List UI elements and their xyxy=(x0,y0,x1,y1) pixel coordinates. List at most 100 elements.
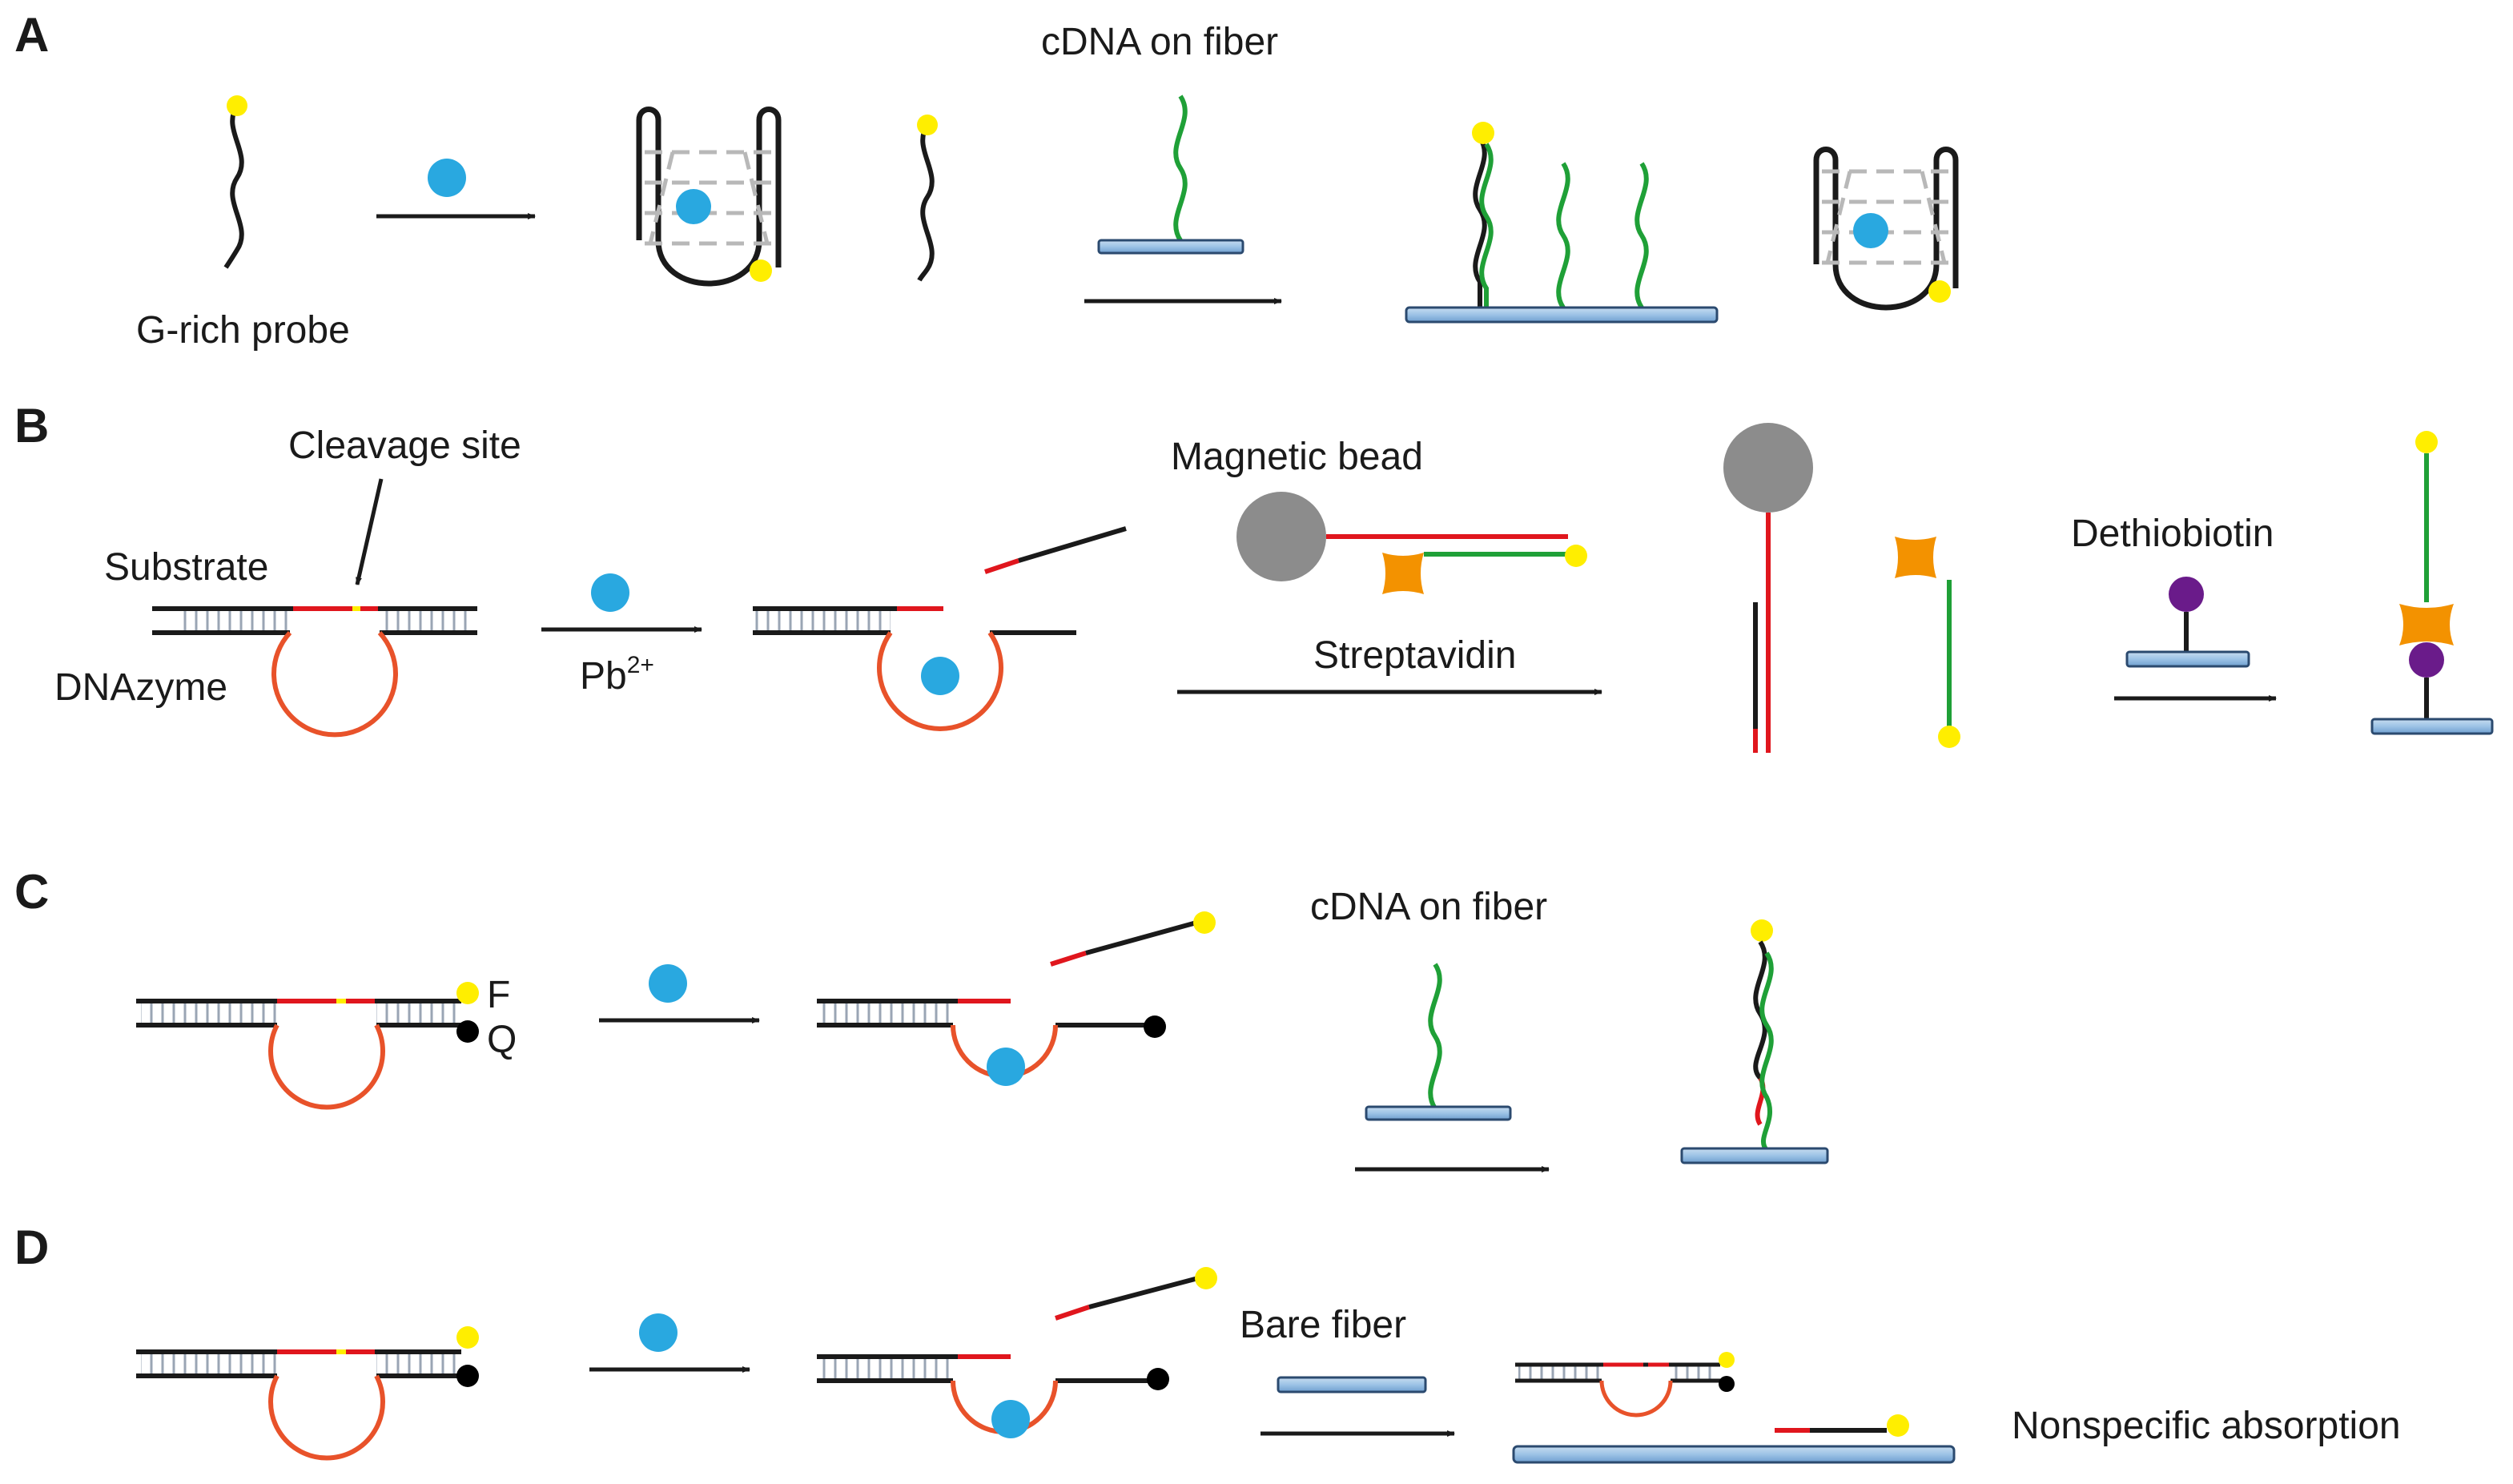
fluorophore-icon xyxy=(1195,1267,1217,1289)
panel-c: C F Q xyxy=(14,865,1829,1172)
quencher-icon xyxy=(456,1365,479,1387)
dethiobiotin-fiber xyxy=(2125,577,2250,668)
label-bare-fiber: Bare fiber xyxy=(1240,1304,1406,1346)
dnazyme-fq-complex xyxy=(136,982,479,1110)
panel-label-b: B xyxy=(14,399,49,452)
pb-ion-icon xyxy=(1853,213,1888,248)
g-rich-probe-strand xyxy=(223,95,247,269)
magnetic-bead-icon xyxy=(1236,492,1326,581)
quencher-icon xyxy=(1147,1368,1169,1390)
dethiobiotin-icon xyxy=(2409,642,2444,678)
cleavage-site-pointer xyxy=(355,478,384,585)
label-f: F xyxy=(487,974,510,1016)
cdna-strand xyxy=(1428,963,1442,1110)
fluorophore-icon xyxy=(1193,911,1216,934)
pb-ion-icon xyxy=(428,159,466,197)
dnazyme-loop xyxy=(271,630,398,738)
quencher-icon xyxy=(1144,1015,1166,1038)
cdna-strand xyxy=(1173,95,1188,242)
fluorophore-icon xyxy=(917,115,938,135)
dnazyme-loop xyxy=(877,631,1003,731)
fluorophore-icon xyxy=(1928,280,1951,303)
fluorophore-icon xyxy=(456,982,479,1004)
hybridized-fiber-c xyxy=(1680,919,1829,1164)
label-g-rich-probe: G-rich probe xyxy=(136,309,350,352)
fluorophore-icon xyxy=(1887,1414,1909,1437)
label-cdna-on-fiber-a: cDNA on fiber xyxy=(1041,21,1278,63)
fluorophore-icon xyxy=(750,259,772,282)
label-pb-symbol: Pb xyxy=(580,655,627,698)
fluorophore-icon xyxy=(1565,545,1587,567)
fluorophore-icon xyxy=(1719,1352,1735,1368)
fluorophore-icon xyxy=(1938,726,1960,748)
fluorophore-icon xyxy=(1751,919,1773,942)
cleaved-fragment xyxy=(1088,1276,1199,1309)
bare-fiber xyxy=(1277,1376,1427,1394)
panel-label-c: C xyxy=(14,865,49,919)
label-cdna-on-fiber-c: cDNA on fiber xyxy=(1310,886,1547,928)
label-q: Q xyxy=(487,1019,517,1061)
dnazyme-substrate-complex xyxy=(152,606,477,738)
panel-label-a: A xyxy=(14,8,49,62)
cleaved-fragment xyxy=(1085,920,1197,955)
label-substrate: Substrate xyxy=(104,546,268,589)
cleaved-complex-c xyxy=(817,911,1216,1086)
quencher-icon xyxy=(456,1020,479,1043)
captured-on-fiber xyxy=(2370,431,2494,735)
dethiobiotin-icon xyxy=(2169,577,2204,612)
fluorophore-icon xyxy=(227,95,247,116)
cleaved-complex-b xyxy=(753,526,1127,731)
dnazyme-fq-complex-d xyxy=(136,1326,479,1461)
pb-ion-icon xyxy=(921,657,959,695)
g-quadruplex xyxy=(1813,147,1959,311)
g-quadruplex xyxy=(636,107,782,287)
label-streptavidin: Streptavidin xyxy=(1313,634,1516,677)
optical-fiber xyxy=(2125,650,2250,668)
streptavidin-icon xyxy=(1895,537,1936,578)
magnetic-bead-icon xyxy=(1723,423,1813,513)
pb-ion-icon xyxy=(649,964,687,1003)
label-dnazyme: DNAzyme xyxy=(54,666,227,709)
hybridized-fiber-a xyxy=(1405,122,1719,324)
panel-b: B Cleavage site Substrate DNAzyme Pb2+ xyxy=(14,399,2494,753)
label-pb: Pb2+ xyxy=(580,652,654,698)
fluorophore-icon xyxy=(456,1326,479,1349)
fluorophore-icon xyxy=(2415,431,2438,453)
cleaved-fragment xyxy=(1018,526,1127,563)
pb-ion-icon xyxy=(987,1048,1025,1086)
label-pb-charge: 2+ xyxy=(627,652,654,678)
optical-fiber xyxy=(1365,1105,1512,1121)
cdna-on-fiber-a xyxy=(1097,95,1244,255)
pb-ion-icon xyxy=(991,1400,1030,1438)
optical-fiber xyxy=(1405,306,1719,324)
pb-ion-icon xyxy=(639,1313,678,1352)
optical-fiber xyxy=(1097,239,1244,255)
bead-capture-complex xyxy=(1236,492,1587,594)
optical-fiber xyxy=(2370,718,2494,735)
fluorophore-icon xyxy=(1472,122,1494,144)
label-nonspecific-absorption: Nonspecific absorption xyxy=(2012,1405,2401,1447)
optical-fiber xyxy=(1680,1147,1829,1164)
nonspecific-absorption-result xyxy=(1512,1352,1956,1464)
pb-ion-icon xyxy=(676,189,711,224)
panel-a: A G-rich probe xyxy=(14,8,1959,352)
dnazyme-loop xyxy=(268,1024,385,1110)
streptavidin-icon xyxy=(1382,553,1424,594)
streptavidin-icon xyxy=(2399,604,2454,645)
panel-label-d: D xyxy=(14,1221,49,1274)
pb-ion-icon xyxy=(591,573,629,612)
optical-fiber xyxy=(1512,1445,1956,1464)
separated-products xyxy=(1723,423,1960,753)
cdna-strand xyxy=(1634,162,1649,309)
dnazyme-loop xyxy=(268,1374,385,1461)
label-cleavage-site: Cleavage site xyxy=(288,424,521,467)
cdna-strand xyxy=(1556,162,1570,309)
label-magnetic-bead: Magnetic bead xyxy=(1171,436,1423,478)
cleaved-complex-d xyxy=(817,1267,1217,1438)
panel-d: D Bare f xyxy=(14,1221,2401,1464)
label-dethiobiotin: Dethiobiotin xyxy=(2071,513,2274,555)
dnazyme-loop xyxy=(1599,1380,1673,1418)
cdna-on-fiber-c xyxy=(1365,963,1512,1121)
quencher-icon xyxy=(1719,1376,1735,1392)
